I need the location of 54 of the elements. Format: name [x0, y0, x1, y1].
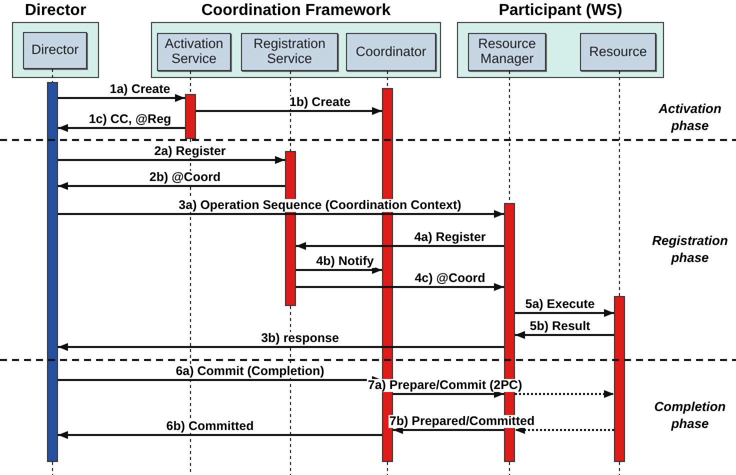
participant-box: Resource Manager — [468, 33, 546, 71]
lifeline — [190, 70, 191, 94]
message-label: 7a) Prepare/Commit (2PC) — [366, 379, 524, 392]
message-arrow — [58, 94, 185, 102]
message-label: 6b) Committed — [165, 420, 255, 433]
participant-box: Activation Service — [157, 33, 231, 71]
phase-label: Completion phase — [653, 398, 727, 432]
participant-box: Registration Service — [241, 33, 338, 71]
message-arrow — [58, 431, 382, 439]
message-label: 3a) Operation Sequence (Coordination Context) — [178, 199, 462, 212]
message-label: 4a) Register — [413, 231, 487, 244]
message-label: 5a) Execute — [524, 298, 596, 311]
message-arrow — [393, 426, 504, 434]
message-arrow — [58, 182, 285, 190]
lifeline — [290, 70, 291, 152]
activation-bar — [47, 82, 58, 462]
message-label: 5b) Result — [528, 320, 592, 333]
message-arrow — [196, 107, 382, 115]
message-label: 7b) Prepared/Committed — [388, 415, 536, 428]
message-label: 3b) response — [260, 332, 340, 345]
group-heading: Director — [24, 2, 88, 20]
message-arrow — [393, 390, 504, 398]
lifeline — [387, 70, 388, 88]
message-label: 2a) Register — [153, 145, 227, 158]
message-label: 1b) Create — [288, 96, 352, 109]
phase-label: Registration phase — [651, 232, 729, 266]
message-label: 4c) @Coord — [414, 272, 486, 285]
lifeline — [52, 68, 53, 82]
message-arrow — [296, 266, 382, 274]
message-arrow — [58, 124, 185, 132]
message-arrow — [58, 210, 504, 218]
participant-box: Director — [23, 32, 87, 69]
message-arrow — [515, 309, 614, 317]
message-label: 2b) @Coord — [148, 171, 222, 184]
message-arrow — [296, 283, 504, 291]
message-arrow — [515, 331, 614, 339]
message-arrow — [58, 156, 285, 164]
message-arrow — [296, 242, 504, 250]
message-label: 1c) CC, @Reg — [88, 113, 172, 126]
message-arrow — [515, 390, 614, 398]
lifeline — [619, 70, 620, 296]
group-heading: Coordination Framework — [200, 2, 392, 20]
message-label: 4b) Notify — [315, 255, 375, 268]
message-label: 6a) Commit (Completion) — [174, 365, 326, 378]
group-heading: Participant (WS) — [498, 2, 624, 20]
participant-box: Coordinator — [346, 33, 436, 71]
message-arrow — [58, 376, 382, 384]
activation-bar — [614, 296, 625, 462]
activation-bar — [185, 94, 196, 139]
message-arrow — [58, 343, 504, 351]
message-arrow — [515, 426, 614, 434]
participant-box: Resource — [580, 33, 656, 71]
message-label: 1a) Create — [108, 83, 172, 96]
phase-label: Activation phase — [658, 100, 722, 134]
